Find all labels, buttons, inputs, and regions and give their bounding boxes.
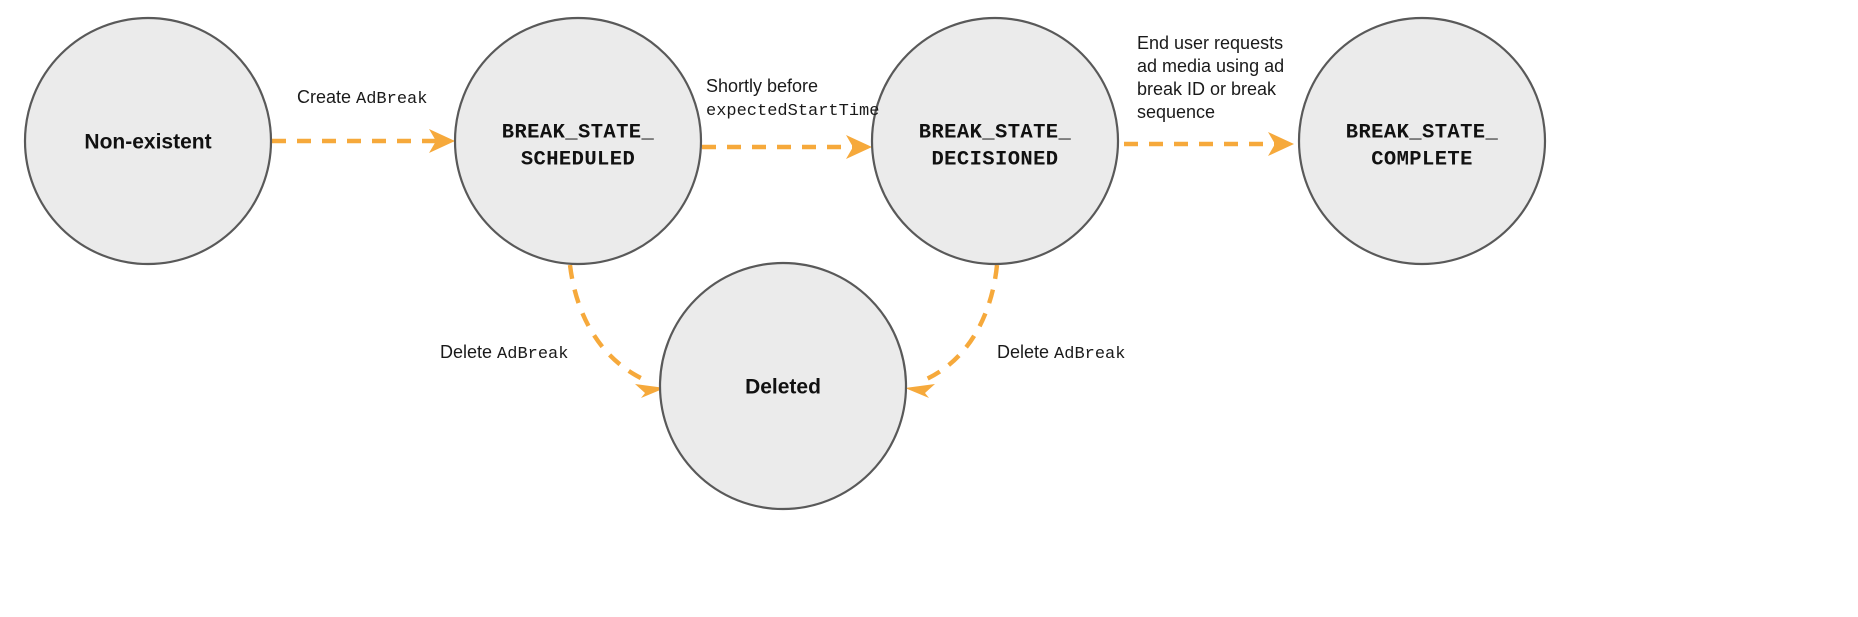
edge-label-text-mono: AdBreak [1054,345,1126,364]
edge-end-user-requests[interactable] [1124,132,1294,156]
edge-label-text-mono: expectedStartTime [706,102,880,121]
node-label: Non-existent [84,131,211,154]
node-break-state-decisioned[interactable]: BREAK_STATE_ DECISIONED [870,16,1120,266]
node-deleted[interactable]: Deleted [658,261,908,511]
node-label-line-2: SCHEDULED [521,148,635,171]
edge-create-adbreak[interactable] [272,129,455,153]
arrowhead-icon [429,129,455,153]
node-label-line-1: BREAK_STATE_ [919,121,1072,144]
edge-group [272,129,1294,398]
node-non-existent[interactable]: Non-existent [23,16,273,266]
node-group: Non-existent BREAK_STATE_ SCHEDULED BREA… [23,16,1547,511]
edge-line [567,264,648,384]
edge-label-text-sans: Delete [440,342,498,362]
edge-label-delete-from-decisioned: Delete AdBreak [997,341,1125,366]
arrowhead-icon [1268,132,1294,156]
node-shape [1297,16,1547,266]
edge-label-end-user-requests: End user requests ad media using ad break … [1137,32,1284,124]
arrowhead-icon [905,384,935,398]
node-label-line-2: DECISIONED [931,148,1058,171]
edge-line [921,264,1000,384]
edge-label-text-mono: AdBreak [356,90,428,109]
node-shape [453,16,703,266]
edge-delete-from-decisioned[interactable] [905,264,1000,398]
edge-label-line-1: End user requests [1137,33,1284,53]
node-break-state-complete[interactable]: BREAK_STATE_ COMPLETE [1297,16,1547,266]
edge-label-text-sans: Create [297,87,357,107]
arrowhead-icon [846,135,872,159]
node-label: Deleted [745,376,821,399]
edge-label-line-3: break ID or break [1137,79,1277,99]
node-label-line-1: BREAK_STATE_ [502,121,655,144]
node-break-state-scheduled[interactable]: BREAK_STATE_ SCHEDULED [453,16,703,266]
edge-label-text-sans: Delete [997,342,1055,362]
edge-label-shortly-before: Shortly before expectedStartTime [706,75,879,123]
edge-label-text-sans: Shortly before [706,76,819,96]
edge-shortly-before[interactable] [702,135,872,159]
edge-label-line-4: sequence [1137,102,1216,122]
edge-label-text-mono: AdBreak [497,345,569,364]
edge-label-create-adbreak: Create AdBreak [297,86,427,111]
node-label-line-2: COMPLETE [1371,148,1473,171]
node-shape [23,16,273,266]
edge-label-line-2: ad media using ad [1137,56,1285,76]
node-shape [870,16,1120,266]
node-shape [658,261,908,511]
arrowhead-icon [635,384,665,398]
edge-delete-from-scheduled[interactable] [567,264,665,398]
edge-label-delete-from-scheduled: Delete AdBreak [440,341,568,366]
node-label-line-1: BREAK_STATE_ [1346,121,1499,144]
